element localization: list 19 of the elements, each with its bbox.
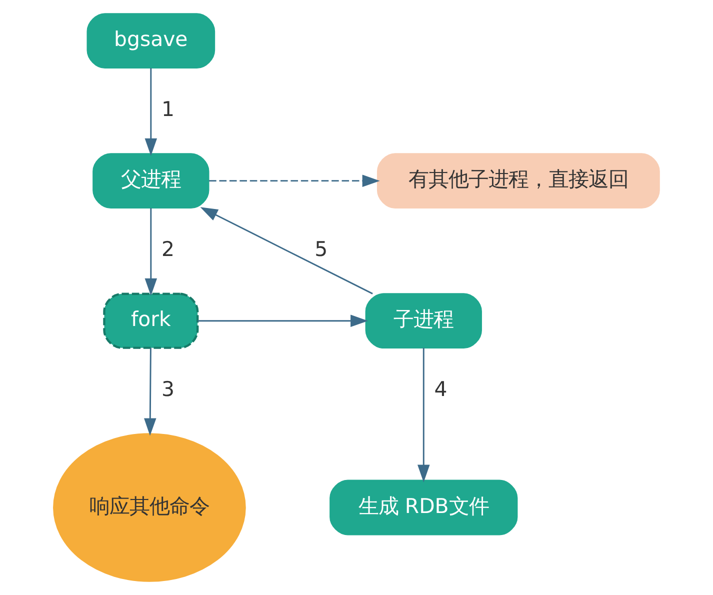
edge-label: 5: [314, 237, 328, 262]
edge-label: 4: [434, 377, 448, 402]
node-box: 子进程: [365, 293, 482, 349]
node-box: fork: [103, 292, 199, 349]
node-box: bgsave: [86, 13, 216, 69]
arrow: [198, 314, 368, 327]
edge-label: 2: [162, 237, 175, 262]
arrow: [418, 348, 430, 482]
arrow: [209, 174, 380, 187]
arrow: [200, 207, 373, 294]
node-box: 有其他子进程，直接返回: [376, 153, 660, 209]
edge-label: 1: [162, 97, 175, 122]
node-box: 父进程: [92, 153, 210, 209]
arrow: [144, 208, 158, 296]
node-box: 生成 RDB文件: [330, 480, 518, 536]
arrow: [144, 68, 158, 156]
arrow: [144, 348, 156, 436]
edge-label: 3: [162, 377, 175, 402]
node-ellipse: 响应其他命令: [53, 433, 246, 582]
